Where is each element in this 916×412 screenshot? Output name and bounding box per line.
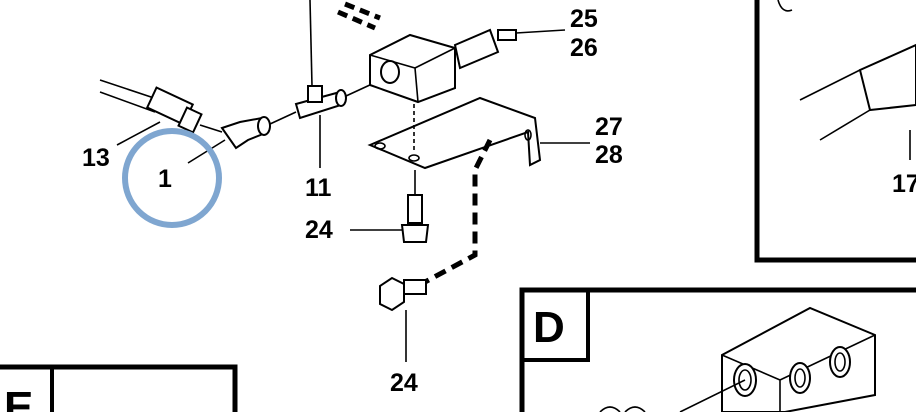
mounting-bracket	[367, 96, 542, 170]
elbow-fitting	[220, 116, 271, 150]
callout-11: 11	[305, 174, 332, 202]
callout-28: 28	[595, 141, 623, 169]
detail-view-top-right: 17	[754, 0, 916, 263]
callout-25: 25	[570, 5, 598, 33]
view-label-e: E	[4, 383, 33, 412]
detail-view-e: E	[0, 364, 238, 412]
highlight-circle	[122, 128, 222, 228]
tee-fitting	[294, 85, 347, 120]
bolt-upper	[400, 194, 430, 243]
callout-24-upper: 24	[305, 216, 333, 244]
callout-13: 13	[82, 144, 110, 172]
hose-part	[99, 79, 203, 134]
callout-1: 1	[158, 165, 172, 193]
solenoid-valve	[369, 28, 517, 104]
view-label-d: D	[533, 303, 565, 352]
detail-view-d: D	[519, 287, 916, 412]
callout-17: 17	[892, 170, 916, 198]
callout-27: 27	[595, 113, 623, 141]
callout-24-lower: 24	[390, 369, 418, 397]
callout-26: 26	[570, 34, 598, 62]
bolt-lower	[379, 276, 427, 312]
